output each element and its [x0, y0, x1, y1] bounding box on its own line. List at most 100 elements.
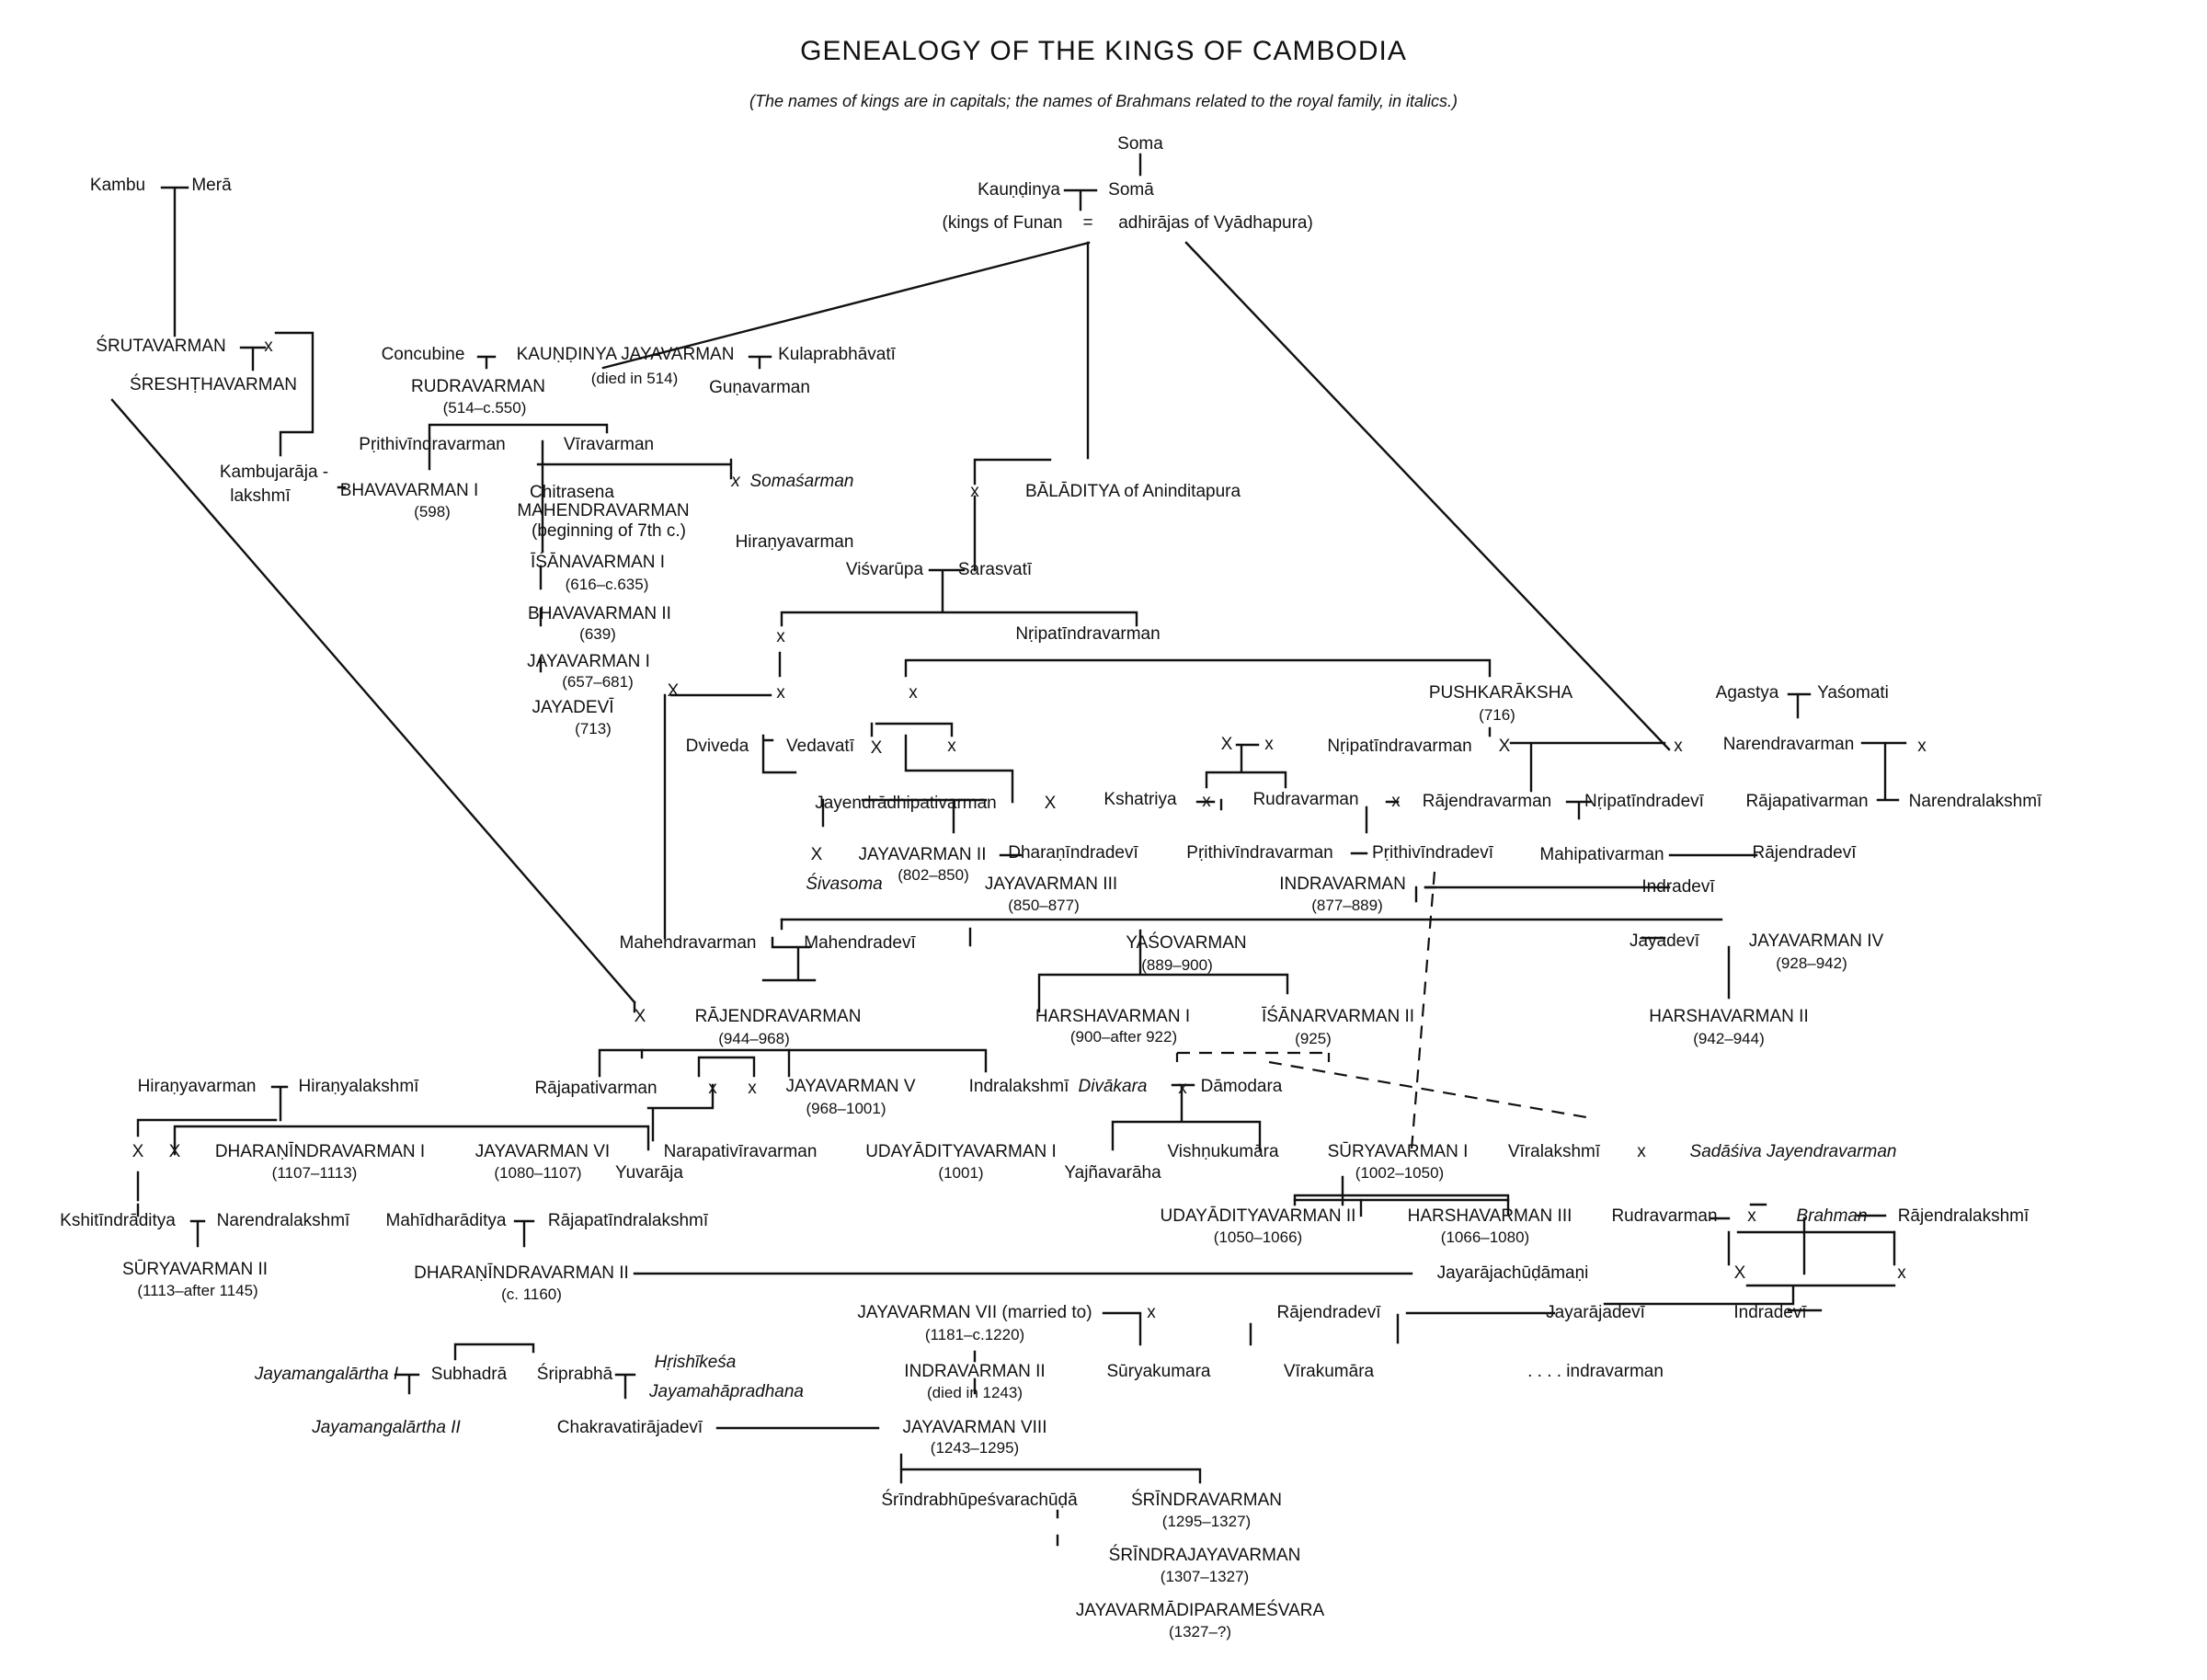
date-877: (877–889)	[1311, 897, 1383, 914]
date-713: (713)	[575, 720, 612, 737]
king-jayavarmadiparamesvara: JAYAVARMĀDIPARAMEŚVARA	[1075, 1601, 1325, 1620]
diagram-title: GENEALOGY OF THE KINGS OF CAMBODIA	[800, 36, 1407, 66]
date-850: (850–877)	[1008, 897, 1080, 914]
date-1327: (1327–?)	[1168, 1623, 1232, 1640]
name-vedavati: Vedavatī	[786, 737, 854, 756]
name-visvarupa: Viśvarūpa	[845, 560, 924, 579]
name-kaundinya: Kauṇḍinya	[978, 180, 1060, 200]
name-hiranyavarman-2: Hiraṇyavarman	[137, 1077, 257, 1096]
marker-x: x	[776, 627, 785, 646]
date-925: (925)	[1295, 1030, 1332, 1047]
name-yajnavaraha: Yajñavarāha	[1064, 1163, 1161, 1183]
brahman-jayamangalartha-1: Jayamangalārtha I	[254, 1365, 399, 1384]
name-nripatindravarman-1: Nṛipatīndravarman	[1015, 624, 1161, 644]
brahman-divakara: Divākara	[1078, 1077, 1148, 1096]
note-eq: =	[1082, 213, 1093, 233]
name-jayarajachudamani: Jayarājachūḍāmaṇi	[1436, 1263, 1589, 1283]
king-dharanindravarman-2: DHARAṆĪNDRAVARMAN II	[414, 1263, 629, 1283]
king-udayadityavarman-1: UDAYĀDITYAVARMAN I	[865, 1142, 1057, 1161]
name-indradevi-1: Indradevī	[1641, 877, 1715, 897]
date-657: (657–681)	[562, 673, 634, 691]
marker-x: X	[810, 845, 823, 864]
name-rajapatindralakshmi: Rājapatīndralakshmī	[547, 1211, 709, 1230]
marker-x: X	[1220, 735, 1233, 754]
date-514: (514–c.550)	[442, 399, 527, 417]
king-isanavarman-2: ĪŚĀNARVARMAN II	[1261, 1007, 1415, 1026]
name-prithivindravarman-2: Pṛithivīndravarman	[1186, 843, 1333, 863]
date-died-514: (died in 514)	[590, 370, 679, 387]
name-mahipativarman: Mahipativarman	[1539, 845, 1664, 864]
marker-x: X	[168, 1142, 181, 1161]
king-jayavarman-5: JAYAVARMAN V	[785, 1077, 916, 1096]
date-1295: (1295–1327)	[1161, 1513, 1252, 1530]
name-sriprabha: Śriprabhā	[536, 1365, 613, 1384]
marker-x: x	[1747, 1206, 1756, 1226]
date-1001: (1001)	[938, 1164, 984, 1182]
name-mahendravarman: Mahendravarman	[619, 933, 757, 953]
name-rajendralakshmi: Rājendralakshmī	[1897, 1206, 2030, 1226]
name-jayendradhipativarman: Jayendrādhipativarman	[815, 794, 997, 813]
name-jayadevi-2: Jayadevī	[1629, 931, 1700, 951]
queen-jayadevi-1: JAYADEVĪ	[532, 698, 614, 717]
marker-x: X	[132, 1142, 144, 1161]
date-928: (928–942)	[1776, 954, 1847, 972]
name-hiranyalakshmi: Hiraṇyalakshmī	[298, 1077, 419, 1096]
name-kshitindraditya: Kshitīndrāditya	[60, 1211, 176, 1230]
king-bhavavarman-1: BHAVAVARMAN I	[339, 481, 479, 500]
marker-x: x	[1674, 737, 1683, 756]
name-kshatriya: Kshatriya	[1104, 790, 1177, 809]
date-1066: (1066–1080)	[1440, 1229, 1530, 1246]
marker-x: x	[731, 472, 740, 491]
marker-x: X	[870, 738, 883, 758]
date-598: (598)	[414, 503, 451, 520]
name-jayarajadevi: Jayarājadevī	[1546, 1303, 1645, 1322]
marker-x: x	[1917, 737, 1927, 756]
king-rudravarman: RUDRAVARMAN	[410, 377, 546, 396]
date-1181: (1181–c.1220)	[924, 1326, 1025, 1343]
name-kambu: Kambu	[89, 176, 146, 195]
name-mahendradevi: Mahendradevī	[804, 933, 916, 953]
name-soma-f: Somā	[1108, 180, 1154, 200]
name-dharanindradevi: Dharaṇīndradevī	[1008, 843, 1138, 863]
marker-x: x	[1147, 1303, 1156, 1322]
name-baladitya: BĀLĀDITYA of Aninditapura	[1024, 482, 1241, 501]
king-srindrajayavarman: ŚRĪNDRAJAYAVARMAN	[1108, 1546, 1301, 1565]
name-indradevi-2: Indradevī	[1733, 1303, 1807, 1322]
king-dharanindravarman-1: DHARAṆĪNDRAVARMAN I	[214, 1142, 426, 1161]
date-1107: (1107–1113)	[271, 1164, 358, 1182]
king-sreshthavarman: ŚRESHṬHAVARMAN	[130, 375, 297, 394]
diagram-subtitle: (The names of kings are in capitals; the…	[749, 92, 1458, 110]
name-nripatindravarman-2: Nṛipatīndravarman	[1327, 737, 1472, 756]
brahman-somasarman: Somaśarman	[749, 472, 854, 491]
brahman-sadasiva: Sadāśiva Jayendravarman	[1689, 1142, 1897, 1161]
king-mahendravarman: MAHENDRAVARMAN	[517, 501, 690, 520]
king-suryavarman-1: SŪRYAVARMAN I	[1327, 1142, 1469, 1161]
king-kaundinya-jayavarman: KAUṆḌINYA JAYAVARMAN	[516, 345, 735, 364]
date-616: (616–c.635)	[565, 576, 649, 593]
king-harshavarman-3: HARSHAVARMAN III	[1407, 1206, 1572, 1226]
marker-x: X	[1733, 1263, 1746, 1283]
date-1002: (1002–1050)	[1355, 1164, 1445, 1182]
king-indravarman-1: INDRAVARMAN	[1279, 874, 1406, 894]
name-narendralakshmi-2: Narendralakshmī	[216, 1211, 350, 1230]
name-nripatindradevi: Nṛipatīndradevī	[1584, 792, 1704, 811]
marker-x: x	[909, 683, 918, 703]
date-889: (889–900)	[1141, 956, 1213, 974]
king-jayavarman-1: JAYAVARMAN I	[527, 652, 650, 671]
name-gunavarman: Guṇavarman	[709, 378, 810, 397]
name-mahidharaditya: Mahīdharāditya	[385, 1211, 507, 1230]
king-jayavarman-7: JAYAVARMAN VII (married to)	[857, 1303, 1092, 1322]
name-viralakshmi: Vīralakshmī	[1507, 1142, 1601, 1161]
name-virakumara: Vīrakumāra	[1283, 1362, 1375, 1381]
date-died-1243: (died in 1243)	[927, 1384, 1023, 1401]
name-narendralakshmi-1: Narendralakshmī	[1908, 792, 2042, 811]
marker-x: x	[1391, 792, 1401, 811]
brahman-sivasoma: Śivasoma	[806, 874, 883, 894]
marker-x: x	[1897, 1263, 1906, 1283]
name-sarasvati: Sarasvatī	[957, 560, 1033, 579]
name-damodara: Dāmodara	[1200, 1077, 1283, 1096]
marker-x: x	[1264, 735, 1274, 754]
marker-x: X	[1044, 794, 1057, 813]
